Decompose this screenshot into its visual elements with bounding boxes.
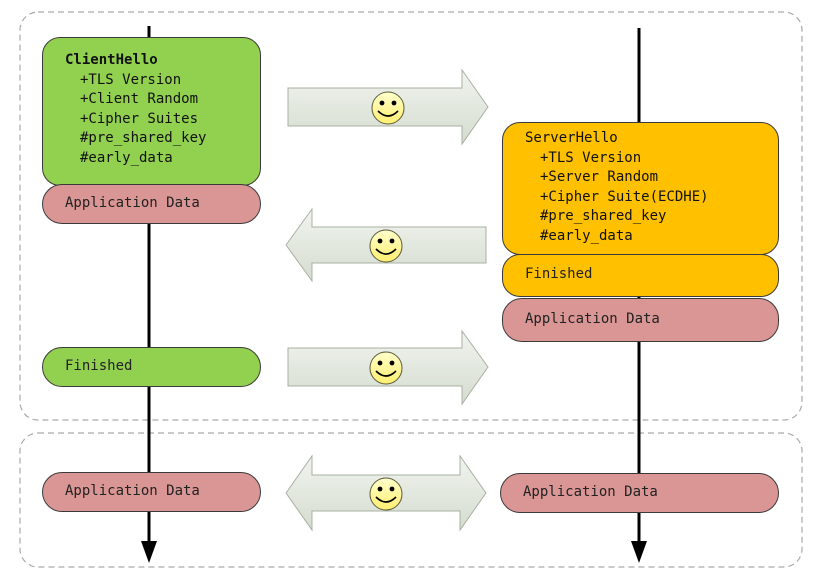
client-hello-item: +Cipher Suites [80, 110, 199, 127]
server-application-data-box: Application Data [502, 298, 779, 342]
client-hello-item: #pre_shared_key [80, 130, 207, 146]
client-application-data-box: Application Data [42, 184, 261, 224]
server-hello-item: +Cipher Suite(ECDHE) [540, 188, 709, 205]
client-finished-label: Finished [65, 358, 133, 374]
server-application-data-box-2: Application Data [500, 473, 779, 513]
client-hello-item: +Client Random [80, 91, 199, 107]
client-hello-box: ClientHello +TLS Version +Client Random … [42, 37, 261, 186]
server-hello-title: ServerHello [525, 130, 618, 146]
client-hello-item: +TLS Version [80, 71, 182, 88]
server-hello-item: #early_data [540, 227, 633, 244]
server-hello-item: +TLS Version [540, 149, 642, 166]
server-timeline-arrowhead [631, 541, 647, 563]
server-hello-item: +Server Random [540, 169, 659, 185]
server-application-data-label-2: Application Data [523, 484, 658, 500]
smiley-icon [369, 229, 403, 263]
server-hello-item: #pre_shared_key [540, 208, 667, 224]
client-application-data-label: Application Data [65, 195, 200, 211]
server-application-data-label: Application Data [525, 311, 660, 327]
client-application-data-label-2: Application Data [65, 483, 200, 499]
server-finished-box: Finished [502, 254, 779, 297]
client-finished-box: Finished [42, 347, 261, 387]
client-application-data-box-2: Application Data [42, 472, 261, 512]
smiley-icon [371, 91, 405, 125]
client-hello-item: #early_data [80, 149, 173, 166]
handshake-region [19, 11, 803, 421]
smiley-icon [369, 477, 403, 511]
server-hello-box: ServerHello +TLS Version +Server Random … [502, 122, 779, 255]
client-hello-title: ClientHello [65, 52, 158, 68]
server-finished-label: Finished [525, 266, 593, 282]
application-data-region [19, 432, 803, 568]
client-timeline-arrowhead [141, 541, 157, 563]
smiley-icon [369, 351, 403, 385]
